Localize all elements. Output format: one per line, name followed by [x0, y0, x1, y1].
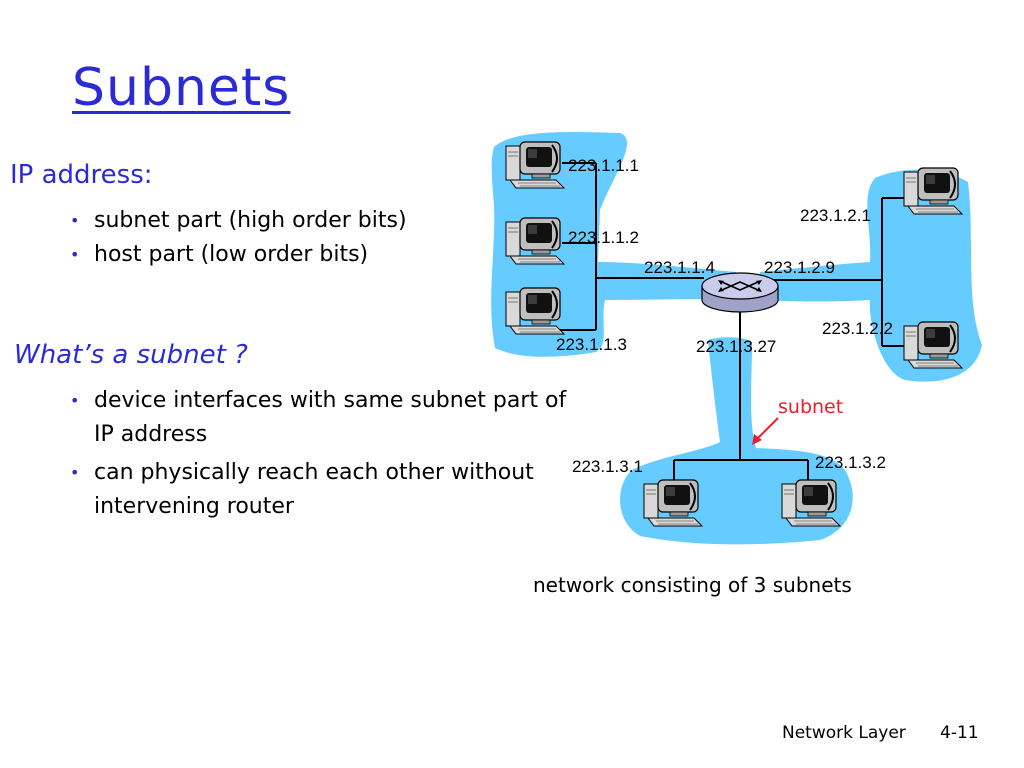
ip-label-223-1-2-9: 223.1.2.9: [764, 258, 835, 277]
host-computer-icon: [781, 479, 841, 527]
whats-a-subnet-heading: What’s a subnet ?: [14, 340, 248, 370]
ip-label-223-1-3-27: 223.1.3.27: [696, 337, 776, 356]
ip-label-223-1-1-3: 223.1.1.3: [556, 335, 627, 354]
ip-label-223-1-2-1: 223.1.2.1: [800, 206, 871, 225]
router-icon: [701, 272, 779, 313]
ip-address-bullets: subnet part (high order bits) host part …: [58, 204, 498, 272]
footer-label: Network Layer: [782, 723, 906, 743]
bullet-same-subnet-part: device interfaces with same subnet part …: [58, 384, 578, 452]
slide-title: Subnets: [72, 58, 291, 118]
ip-label-223-1-1-2: 223.1.1.2: [568, 228, 639, 247]
subnet-definition-bullets: device interfaces with same subnet part …: [58, 384, 578, 528]
ip-label-223-1-3-2: 223.1.3.2: [815, 453, 886, 472]
bullet-subnet-part: subnet part (high order bits): [58, 204, 498, 238]
host-computer-icon: [505, 141, 565, 189]
subnet-arrow-icon: [752, 417, 779, 445]
ip-label-223-1-1-1: 223.1.1.1: [568, 156, 639, 175]
host-computer-icon: [643, 479, 703, 527]
page-number: 4-11: [940, 723, 979, 743]
diagram-caption: network consisting of 3 subnets: [533, 573, 852, 597]
host-computer-icon: [505, 217, 565, 265]
ip-address-heading: IP address:: [10, 160, 153, 190]
ip-label-223-1-2-2: 223.1.2.2: [822, 319, 893, 338]
subnet-annotation-label: subnet: [778, 396, 843, 418]
ip-label-223-1-3-1: 223.1.3.1: [572, 457, 643, 476]
bullet-host-part: host part (low order bits): [58, 238, 498, 272]
ip-label-223-1-1-4: 223.1.1.4: [644, 258, 715, 277]
host-computer-icon: [903, 167, 963, 215]
bullet-reach-without-router: can physically reach each other without …: [58, 456, 578, 524]
host-computer-icon: [505, 287, 565, 335]
host-computer-icon: [903, 321, 963, 369]
